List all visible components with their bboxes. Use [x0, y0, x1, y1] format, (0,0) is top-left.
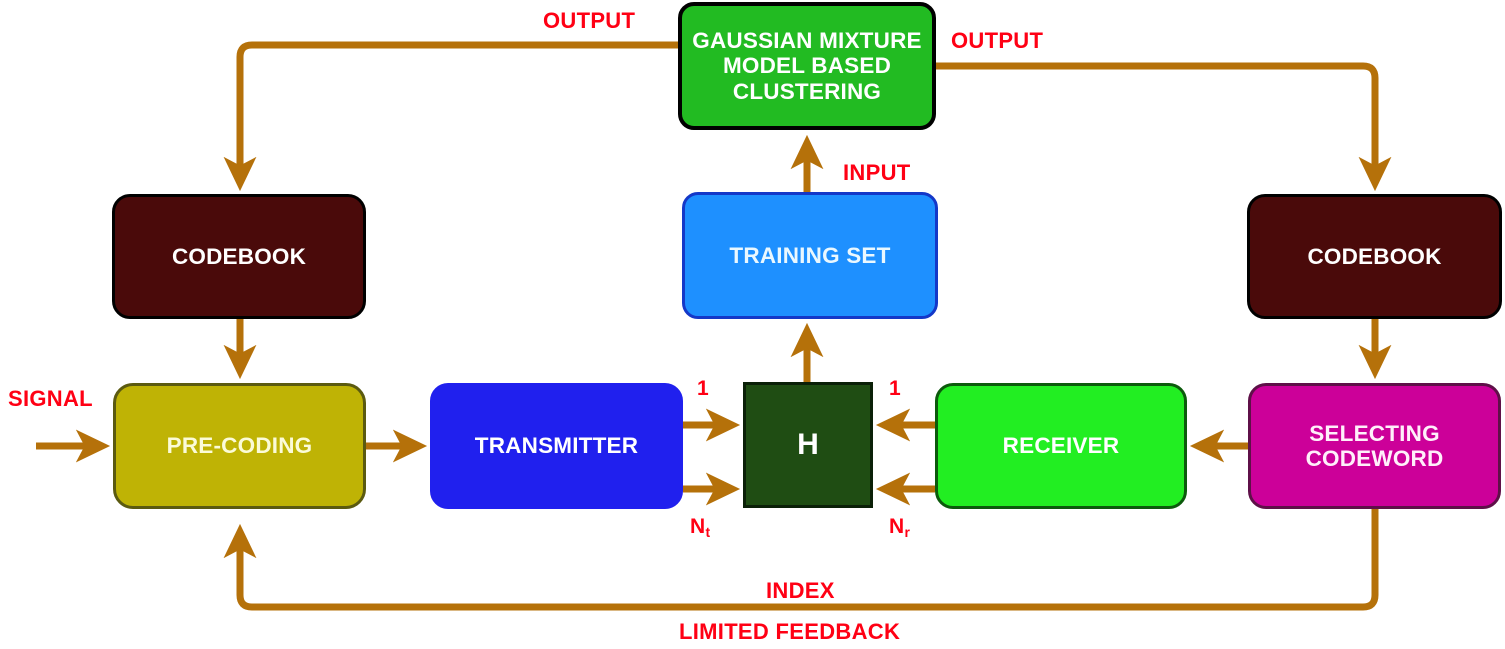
edge-label-input: INPUT — [843, 160, 911, 185]
block-label-transmitter: TRANSMITTER — [474, 433, 639, 459]
block-label-codebook-right: CODEBOOK — [1307, 243, 1442, 269]
block-transmitter[interactable]: TRANSMITTER — [430, 383, 683, 509]
block-gaussian-mixture-model-clustering[interactable]: GAUSSIAN MIXTURE MODEL BASED CLUSTERING — [678, 2, 936, 130]
edge-label-nr-base: N — [889, 515, 905, 538]
block-label-receiver: RECEIVER — [1002, 433, 1120, 459]
edge-label-index: INDEX — [766, 578, 835, 603]
block-channel-matrix-h[interactable]: H — [743, 382, 873, 508]
edge-label-antenna-index-1-receive: 1 — [889, 377, 901, 400]
block-label-gmm: GAUSSIAN MIXTURE MODEL BASED CLUSTERING — [692, 28, 922, 104]
block-label-channel-matrix-h: H — [797, 428, 819, 462]
edge-label-nr-subscript: r — [904, 524, 911, 540]
edge-label-nt-subscript: t — [705, 524, 711, 540]
block-label-training-set: TRAINING SET — [729, 242, 891, 268]
edge-label-nt-base: N — [690, 515, 706, 538]
block-receiver[interactable]: RECEIVER — [935, 383, 1187, 509]
edge-label-output-left: OUTPUT — [543, 8, 636, 33]
block-training-set[interactable]: TRAINING SET — [682, 192, 938, 319]
block-codebook-right[interactable]: CODEBOOK — [1247, 194, 1502, 319]
block-selecting-codeword[interactable]: SELECTING CODEWORD — [1248, 383, 1501, 509]
edge-label-output-right: OUTPUT — [951, 28, 1044, 53]
edge-label-antenna-count-nr: Nr — [889, 515, 911, 540]
connector-gmm-to-right-codebook — [936, 62, 1392, 192]
block-pre-coding[interactable]: PRE-CODING — [113, 383, 366, 509]
block-label-codebook-left: CODEBOOK — [171, 243, 307, 269]
edge-label-antenna-count-nt: Nt — [690, 515, 711, 540]
block-codebook-left[interactable]: CODEBOOK — [112, 194, 366, 319]
edge-label-signal: SIGNAL — [8, 386, 93, 411]
block-label-selecting-codeword: SELECTING CODEWORD — [1305, 420, 1444, 471]
connector-gmm-to-left-codebook — [223, 41, 678, 192]
block-label-pre-coding: PRE-CODING — [166, 433, 313, 459]
edge-label-limited-feedback: LIMITED FEEDBACK — [679, 619, 901, 644]
edge-label-antenna-index-1-transmit: 1 — [697, 377, 709, 400]
